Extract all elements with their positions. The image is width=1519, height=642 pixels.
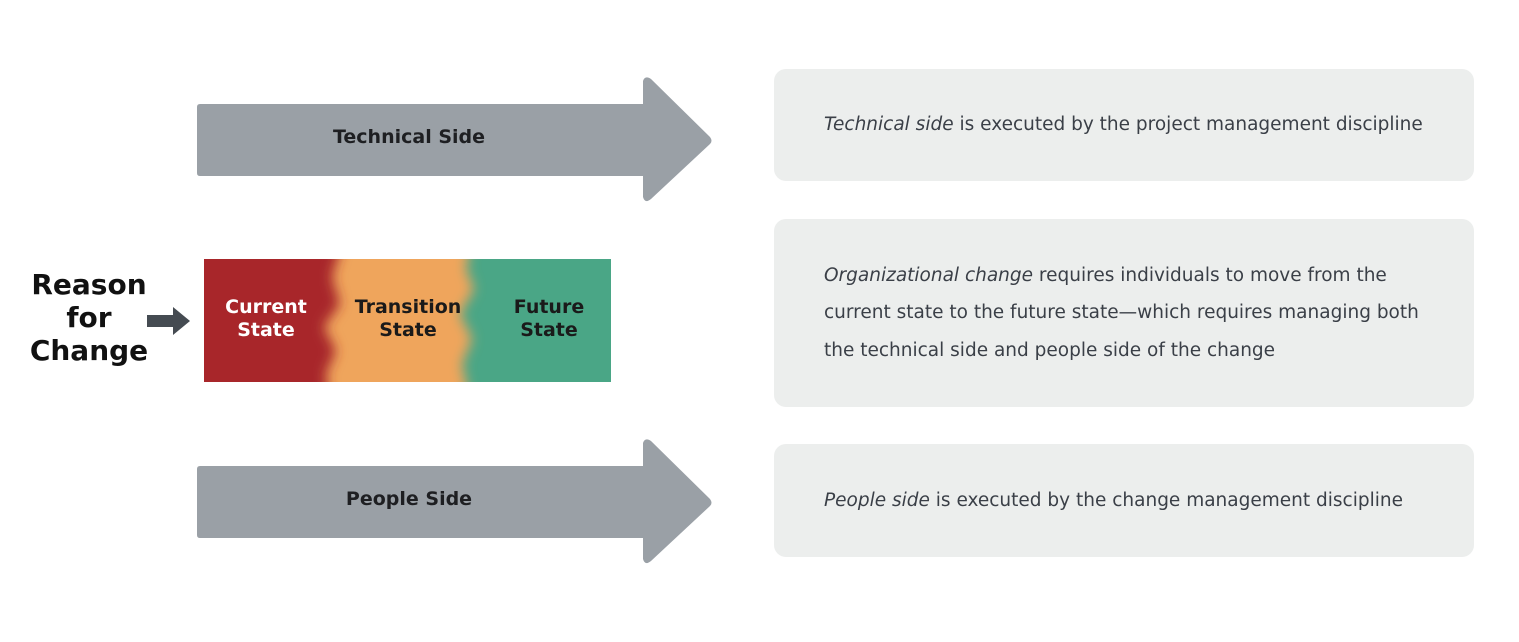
state-gradient-bar: [204, 259, 611, 382]
technical-side-label: Technical Side: [332, 126, 486, 148]
future-state-line-2: State: [520, 319, 578, 341]
people-side-label: People Side: [345, 488, 473, 510]
people-side-rest: is executed by the change management dis…: [929, 489, 1403, 511]
transition-state-line-2: State: [379, 319, 437, 341]
transition-state-line-1: Transition: [354, 296, 462, 318]
future-state-label: Future State: [498, 296, 600, 342]
technical-side-description: Technical side is executed by the projec…: [774, 69, 1474, 181]
organizational-change-description: Organizational change requires individua…: [774, 219, 1474, 407]
organizational-change-rest: requires individuals to move from the cu…: [824, 264, 1419, 361]
current-state-label: Current State: [214, 296, 318, 342]
organizational-change-emphasis: Organizational change: [824, 264, 1034, 286]
reason-line-3: Change: [29, 334, 149, 367]
technical-side-arrow: [197, 77, 712, 202]
current-state-line-2: State: [237, 319, 295, 341]
people-side-text: People side is executed by the change ma…: [824, 482, 1403, 520]
reason-arrow-icon: [147, 307, 190, 335]
current-state-line-1: Current: [225, 296, 307, 318]
reason-line-2: for: [66, 301, 112, 334]
reason-for-change-label: Reason for Change: [22, 268, 156, 367]
technical-side-emphasis: Technical side: [824, 114, 954, 136]
organizational-change-text: Organizational change requires individua…: [824, 257, 1434, 370]
reason-line-1: Reason: [31, 268, 147, 301]
people-side-description: People side is executed by the change ma…: [774, 444, 1474, 557]
future-state-line-1: Future: [513, 296, 585, 318]
people-side-emphasis: People side: [824, 489, 930, 511]
technical-side-text: Technical side is executed by the projec…: [824, 106, 1423, 144]
transition-state-label: Transition State: [346, 296, 470, 342]
people-side-arrow: [197, 439, 712, 564]
technical-side-rest: is executed by the project management di…: [953, 114, 1423, 136]
